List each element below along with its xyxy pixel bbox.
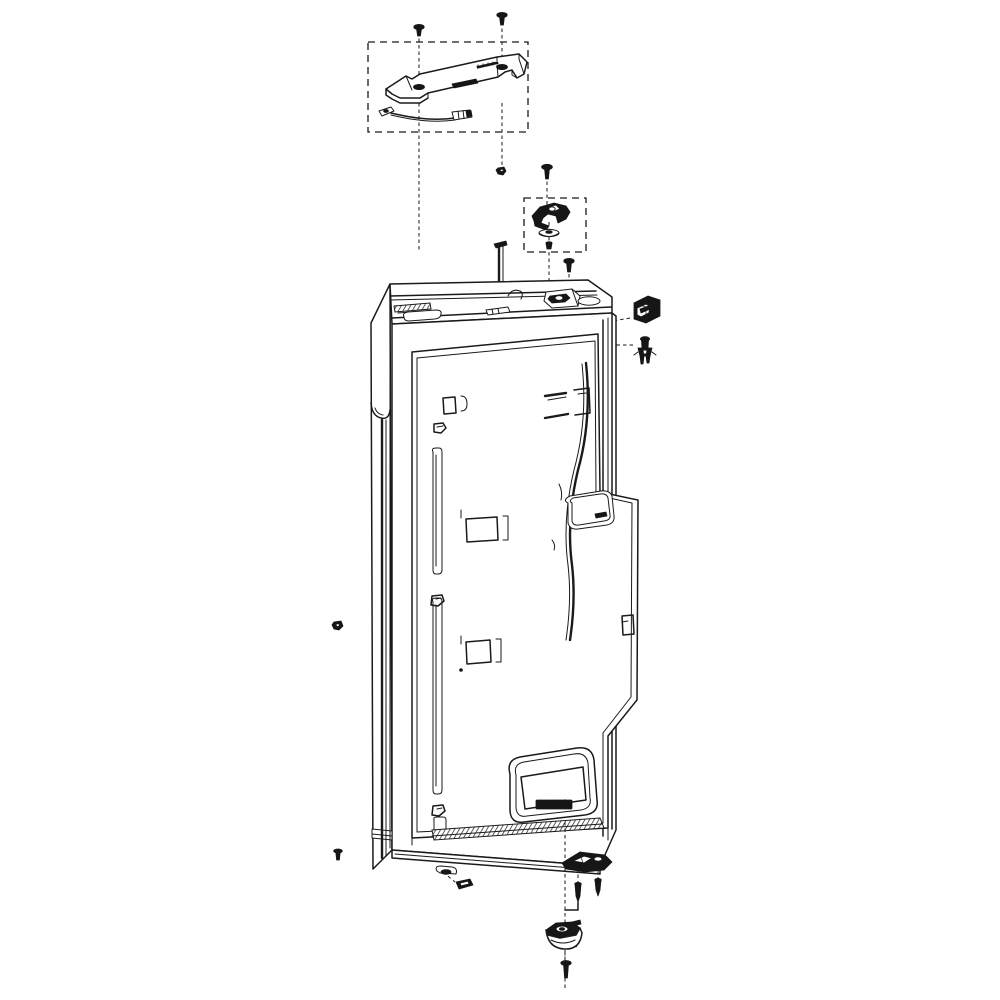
screw-left-lower-icon[interactable] — [333, 848, 343, 861]
handle-recess — [442, 396, 457, 415]
corner-cap-cube-icon[interactable] — [633, 295, 661, 324]
top-cap-oval-detail — [577, 296, 601, 306]
shelf-mount-tab-lower — [465, 639, 492, 665]
leader-end-cap — [442, 871, 456, 883]
end-cap-bottom-left-group[interactable] — [442, 871, 474, 890]
bracket-kit-leaders — [418, 103, 503, 252]
screw-top-hinge-icon — [541, 163, 553, 205]
screw-bottom-cam-icon — [560, 950, 572, 979]
hinge-top-icon — [531, 202, 571, 231]
screw-pan-head-right-icon — [496, 11, 508, 68]
hinge-bracket-bottom-icon — [561, 851, 613, 873]
top-bracket-kit-group[interactable] — [367, 11, 529, 133]
screw-bottom-hinge-a-icon — [574, 868, 582, 903]
top-cap-slot-left — [403, 309, 442, 322]
top-hinge-box-outline — [523, 197, 587, 253]
refrigerator-door-panel[interactable] — [370, 279, 639, 875]
wire-harness-connector-icon — [378, 106, 473, 122]
bottom-hinge-kit-group[interactable] — [545, 822, 613, 990]
hole-plug-cap-icon[interactable] — [495, 166, 507, 176]
liner-slot-upper — [431, 447, 443, 575]
push-rivet-clip-icon[interactable] — [633, 336, 657, 365]
liner-bottom-rail — [431, 817, 605, 841]
liner-slot-lower — [431, 597, 443, 795]
screw-bottom-hinge-b-icon — [594, 864, 602, 897]
dispenser-pocket-recess — [564, 490, 615, 530]
shelf-mount-tab-upper — [465, 516, 499, 543]
hole-plug-left-icon[interactable] — [331, 620, 344, 631]
bushing-top-hinge-icon — [538, 222, 560, 250]
hinge-cover-plate-icon — [385, 53, 528, 104]
cam-riser-bottom-icon — [545, 921, 583, 950]
top-hinge-kit-group[interactable] — [523, 163, 587, 300]
brand-label-strip — [535, 799, 573, 810]
lower-recess-panel — [508, 747, 598, 824]
left-side-hook — [370, 402, 391, 420]
top-cap-hatch-strip — [393, 302, 432, 313]
